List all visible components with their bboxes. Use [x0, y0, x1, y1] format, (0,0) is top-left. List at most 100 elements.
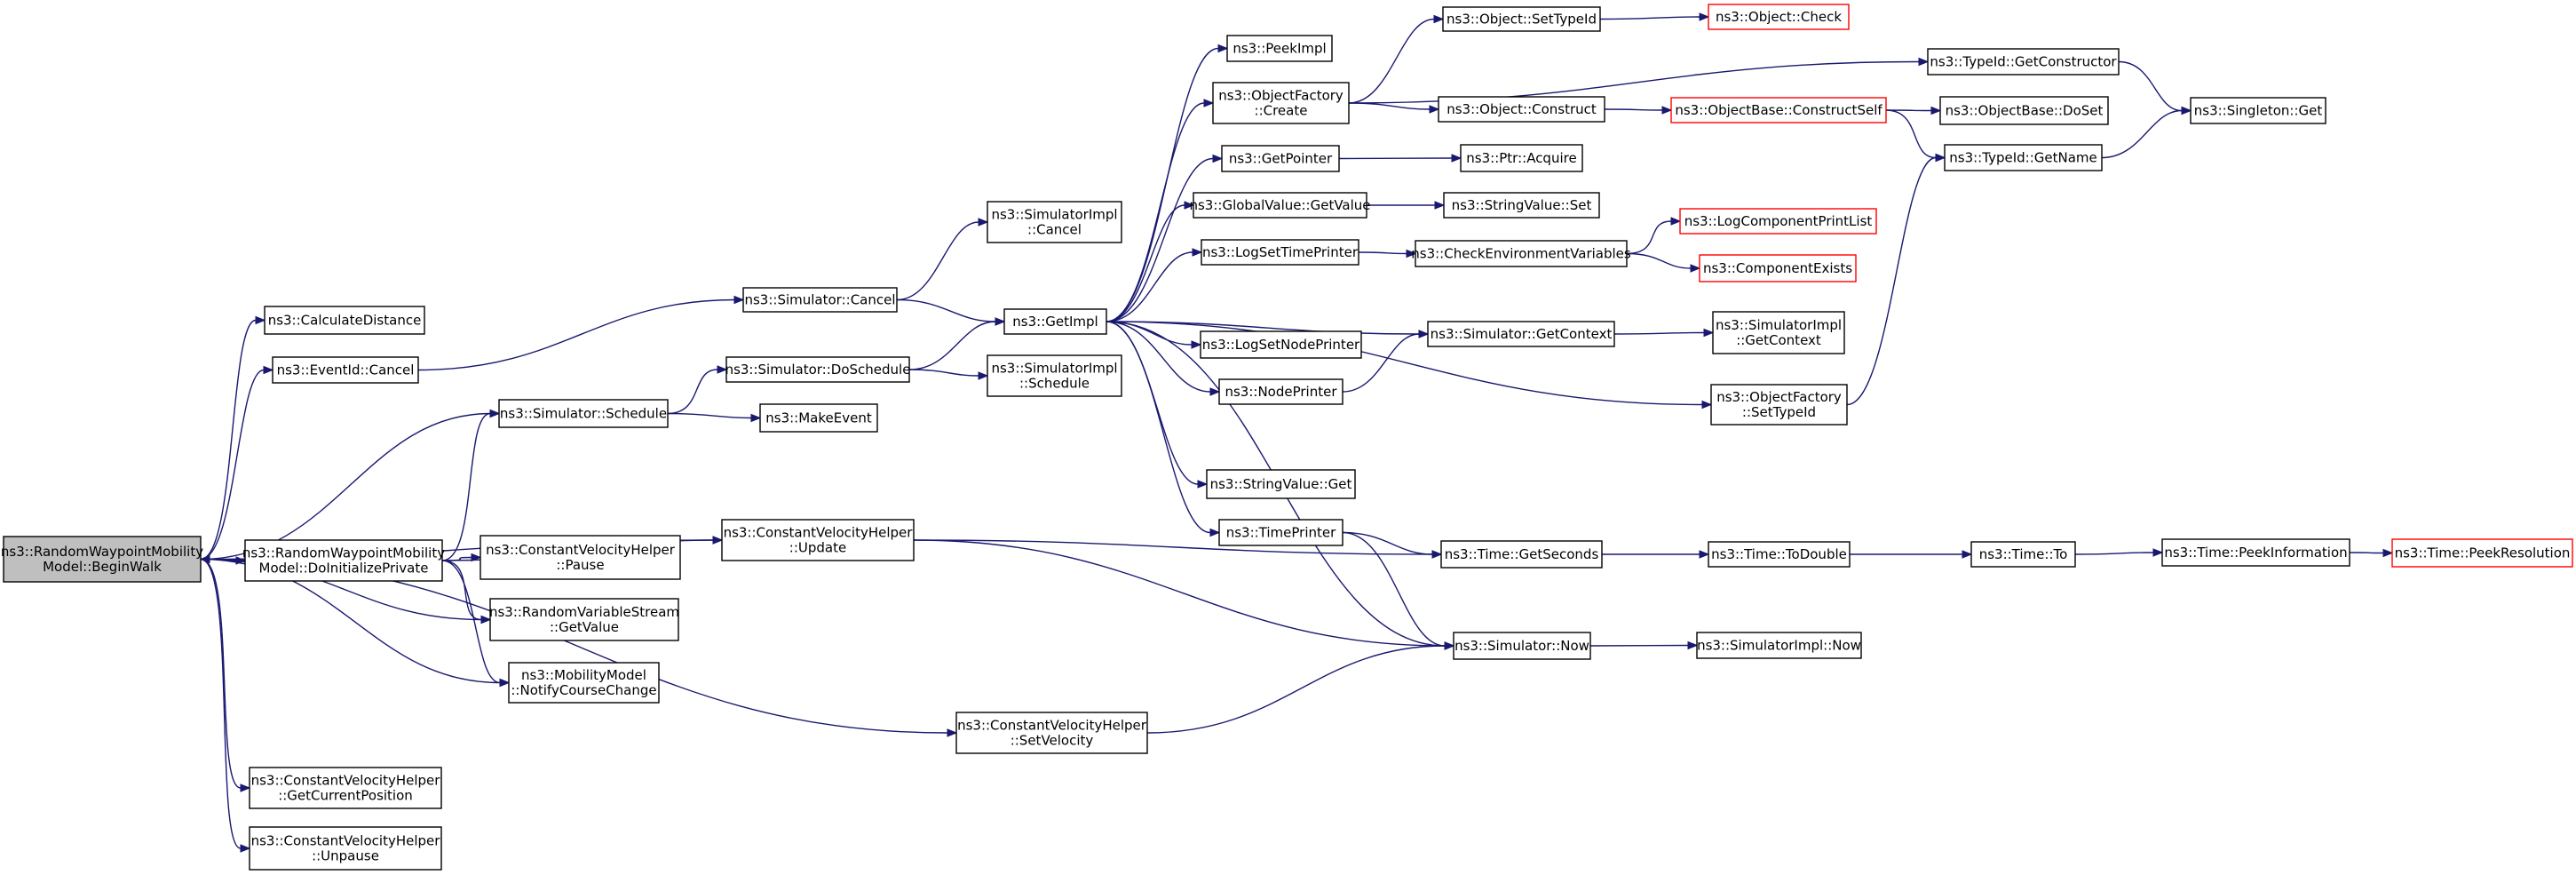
edge-arrowhead: [240, 844, 251, 853]
node-implsched[interactable]: ns3::SimulatorImpl::Schedule: [987, 354, 1122, 397]
node-simcancel[interactable]: ns3::Simulator::Cancel: [742, 287, 898, 313]
edge-line: [2101, 109, 2183, 159]
node-box: [1699, 254, 1857, 282]
node-nodeprinter[interactable]: ns3::NodePrinter: [1218, 378, 1343, 405]
node-box: [489, 598, 679, 641]
node-svset[interactable]: ns3::StringValue::Set: [1443, 192, 1600, 219]
node-objconstruct[interactable]: ns3::Object::Construct: [1438, 96, 1605, 123]
node-logprintlist[interactable]: ns3::LogComponentPrintList: [1679, 208, 1877, 235]
node-objsettid[interactable]: ns3::Object::SetTypeId: [1442, 6, 1601, 32]
edge-line: [200, 558, 948, 734]
edge-line: [1146, 645, 1446, 734]
node-label: ::Pause: [556, 557, 604, 573]
node-box: [1712, 311, 1845, 354]
node-cvpause[interactable]: ns3::ConstantVelocityHelper::Pause: [480, 535, 681, 580]
node-label: ns3::LogComponentPrintList: [1684, 213, 1873, 229]
edge-line: [200, 412, 491, 561]
node-doinit[interactable]: ns3::RandomWaypointMobilityModel::DoInit…: [242, 539, 445, 582]
edge-line: [913, 539, 1446, 647]
edge-doinit-schedule: [441, 409, 501, 561]
edge-line: [908, 369, 979, 377]
node-implcancel[interactable]: ns3::SimulatorImpl::Cancel: [987, 201, 1122, 243]
node-ofcreate[interactable]: ns3::ObjectFactory::Create: [1212, 82, 1350, 124]
edge-line: [2118, 60, 2183, 112]
edge-root-calcdist: [200, 315, 266, 561]
node-obdoset[interactable]: ns3::ObjectBase::DoSet: [1939, 96, 2109, 125]
node-label: ns3::NodePrinter: [1225, 384, 1337, 400]
node-label: ns3::TimePrinter: [1226, 525, 1336, 541]
edge-arrowhead: [1209, 387, 1221, 396]
node-box: [1708, 4, 1850, 30]
edge-arrowhead: [263, 365, 274, 375]
node-box: [1212, 82, 1350, 124]
node-timeprinter[interactable]: ns3::TimePrinter: [1218, 519, 1343, 546]
node-label: ns3::MakeEvent: [765, 410, 872, 426]
node-getpointer[interactable]: ns3::GetPointer: [1221, 145, 1340, 172]
node-root[interactable]: ns3::RandomWaypointMobilityModel::BeginW…: [1, 536, 203, 583]
edge-line: [1348, 102, 1431, 110]
node-unpause[interactable]: ns3::ConstantVelocityHelper::Unpause: [249, 826, 442, 871]
node-implnow[interactable]: ns3::SimulatorImpl::Now: [1696, 632, 1862, 659]
edge-line: [1106, 321, 1211, 393]
node-peekimpl[interactable]: ns3::PeekImpl: [1226, 35, 1333, 62]
edge-line: [200, 369, 265, 561]
edge-arrowhead: [947, 728, 958, 737]
edge-getimpl-logtime: [1106, 248, 1203, 322]
node-label: ns3::ObjectFactory: [1716, 389, 1842, 405]
edge-line: [1626, 252, 1692, 269]
node-svget[interactable]: ns3::StringValue::Get: [1206, 469, 1356, 499]
node-compexists[interactable]: ns3::ComponentExists: [1699, 254, 1857, 282]
node-ptracquire[interactable]: ns3::Ptr::Acquire: [1460, 144, 1583, 172]
edge-arrowhead: [1444, 641, 1455, 650]
node-box: [1679, 208, 1877, 235]
node-peekinfo[interactable]: ns3::Time::PeekInformation: [2161, 538, 2350, 567]
edge-getimpl-lognode: [1106, 321, 1202, 349]
node-tidgetname[interactable]: ns3::TypeId::GetName: [1944, 144, 2103, 171]
node-getsecs[interactable]: ns3::Time::GetSeconds: [1440, 540, 1603, 569]
node-box: [1226, 35, 1333, 62]
edge-line: [441, 412, 491, 561]
node-label: ns3::LogSetTimePrinter: [1202, 244, 1359, 260]
node-box: [2161, 538, 2350, 567]
node-obconstructself[interactable]: ns3::ObjectBase::ConstructSelf: [1670, 97, 1887, 123]
edge-line: [1338, 157, 1453, 160]
node-getctx[interactable]: ns3::Simulator::GetContext: [1427, 321, 1615, 347]
node-makeevent[interactable]: ns3::MakeEvent: [759, 403, 878, 433]
node-todouble[interactable]: ns3::Time::ToDouble: [1708, 541, 1851, 568]
node-ofsettid[interactable]: ns3::ObjectFactory::SetTypeId: [1710, 384, 1848, 426]
node-cvupdate[interactable]: ns3::ConstantVelocityHelper::Update: [721, 519, 915, 561]
node-getimpl[interactable]: ns3::GetImpl: [1003, 308, 1107, 335]
node-label: Model::DoInitializePrivate: [259, 561, 429, 577]
node-notify[interactable]: ns3::MobilityModel::NotifyCourseChange: [508, 662, 660, 704]
node-box: [1427, 321, 1615, 347]
node-objcheck[interactable]: ns3::Object::Check: [1708, 4, 1850, 30]
edge-line: [1348, 60, 1920, 104]
node-setvel[interactable]: ns3::ConstantVelocityHelper::SetVelocity: [955, 712, 1148, 754]
node-evcancel[interactable]: ns3::EventId::Cancel: [272, 356, 419, 384]
node-schedule[interactable]: ns3::Simulator::Schedule: [498, 399, 669, 428]
node-implgetctx[interactable]: ns3::SimulatorImpl::GetContext: [1712, 311, 1845, 354]
node-checkenv[interactable]: ns3::CheckEnvironmentVariables: [1411, 240, 1631, 267]
node-peekres[interactable]: ns3::Time::PeekResolution: [2391, 538, 2573, 568]
node-lognode[interactable]: ns3::LogSetNodePrinter: [1200, 330, 1362, 359]
node-box: [1438, 96, 1605, 123]
edge-tidgetname-singleton: [2101, 106, 2192, 159]
edge-line: [1106, 321, 1703, 406]
node-logtime[interactable]: ns3::LogSetTimePrinter: [1201, 239, 1359, 266]
node-singleton[interactable]: ns3::Singleton::Get: [2190, 97, 2326, 124]
node-box: [955, 712, 1148, 754]
edge-arrowhead: [1209, 528, 1221, 537]
node-label: ns3::SimulatorImpl::Now: [1697, 638, 1861, 654]
node-rvsget[interactable]: ns3::RandomVariableStream::GetValue: [489, 598, 679, 641]
node-dosched[interactable]: ns3::Simulator::DoSchedule: [725, 356, 911, 383]
edge-arrowhead: [2152, 548, 2164, 557]
node-simnow[interactable]: ns3::Simulator::Now: [1453, 632, 1591, 660]
edge-line: [2074, 552, 2154, 555]
node-timeto[interactable]: ns3::Time::To: [1970, 541, 2076, 568]
edge-arrowhead: [733, 295, 745, 305]
node-getcur[interactable]: ns3::ConstantVelocityHelper::GetCurrentP…: [249, 767, 442, 809]
node-calcdist[interactable]: ns3::CalculateDistance: [264, 306, 425, 335]
node-tidgetctor[interactable]: ns3::TypeId::GetConstructor: [1927, 48, 2120, 76]
node-gvget[interactable]: ns3::GlobalValue::GetValue: [1189, 192, 1371, 219]
edge-arrowhead: [1197, 480, 1209, 489]
